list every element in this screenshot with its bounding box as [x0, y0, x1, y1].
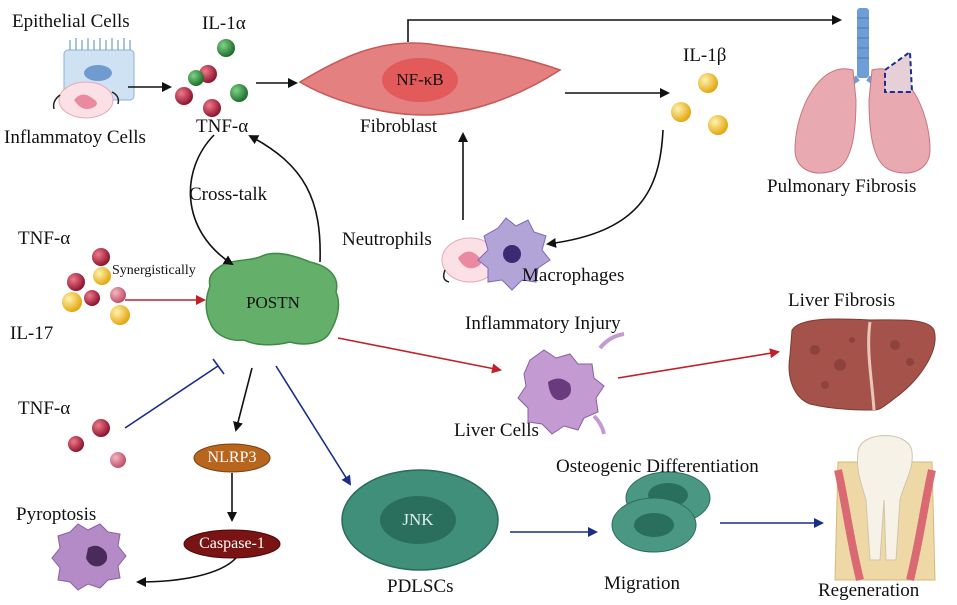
label-nlrp3: NLRP3: [207, 449, 257, 466]
arrow-fibroblast-to-lungs: [407, 15, 842, 42]
postn-blob-icon: [205, 252, 340, 346]
il1b-cytokines-icon: [671, 73, 728, 135]
arrow-liver-cells-to-fibrosis: [617, 348, 780, 379]
pyroptosis-cell-icon: [51, 523, 127, 591]
tnfa-il17-cytokines-icon: [62, 248, 130, 325]
arrow-postn-to-nlrp3: [233, 367, 253, 432]
label-pyroptosis: Pyroptosis: [16, 504, 97, 525]
fibroblast-icon: [298, 42, 562, 116]
liver-cell-icon: [517, 332, 625, 435]
label-il1b: IL-1β: [683, 45, 727, 66]
jnk-cell-icon: [341, 469, 499, 571]
label-migration: Migration: [604, 573, 680, 594]
osteogenic-cells-icon: [611, 471, 711, 553]
arrow-postn-to-jnk: [275, 365, 352, 486]
label-macrophages: Macrophages: [522, 265, 625, 286]
label-jnk: JNK: [402, 510, 434, 529]
label-il17: IL-17: [10, 323, 54, 344]
arrow-il1b-to-macrophages: [546, 129, 664, 248]
label-nfkb: NF-κB: [396, 70, 444, 89]
label-osteogenic-differentiation: Osteogenic Differentiation: [556, 456, 759, 477]
label-cross-talk: Cross-talk: [189, 184, 268, 205]
lungs-icon: [794, 8, 931, 174]
label-pulmonary-fibrosis: Pulmonary Fibrosis: [767, 176, 917, 197]
label-liver-cells: Liver Cells: [454, 420, 539, 441]
label-inflammatory-injury: Inflammatory Injury: [465, 313, 621, 334]
label-regeneration: Regeneration: [818, 580, 920, 601]
label-epithelial-cells: Epithelial Cells: [12, 11, 130, 32]
label-postn: POSTN: [246, 293, 300, 312]
arrow-tnfa-to-postn: [189, 134, 234, 266]
neutrophil-icon: [441, 237, 499, 283]
tooth-icon: [834, 435, 936, 581]
arrows: [124, 15, 842, 587]
nlrp3-ellipse: [193, 443, 271, 473]
arrow-caspase1-to-pyroptosis: [136, 557, 237, 587]
macrophage-icon: [477, 217, 551, 291]
arrow-postn-to-liver-cells: [337, 337, 502, 374]
label-neutrophils: Neutrophils: [342, 229, 432, 250]
label-pdlscs: PDLSCs: [387, 576, 454, 597]
label-caspase1: Caspase-1: [199, 535, 265, 552]
inhibit-tnfa-to-postn: [124, 365, 219, 429]
caspase1-ellipse: [183, 529, 281, 559]
label-il1a: IL-1α: [202, 13, 246, 34]
arrow-postn-to-tnfa: [248, 135, 321, 263]
label-tnfa-low: TNF-α: [18, 398, 71, 419]
tnfa-low-cytokines-icon: [68, 419, 126, 468]
label-inflammatory-cells: Inflammatoy Cells: [4, 127, 146, 148]
liver-icon: [788, 318, 936, 411]
label-liver-fibrosis: Liver Fibrosis: [788, 290, 896, 311]
label-synergistically: Synergistically: [112, 263, 196, 278]
label-tnfa-mid: TNF-α: [18, 228, 71, 249]
il1a-tnfa-cytokines-icon: [175, 39, 248, 117]
label-fibroblast: Fibroblast: [360, 116, 438, 137]
label-tnfa-top: TNF-α: [196, 116, 249, 137]
inflammatory-cell-icon: [52, 81, 120, 119]
